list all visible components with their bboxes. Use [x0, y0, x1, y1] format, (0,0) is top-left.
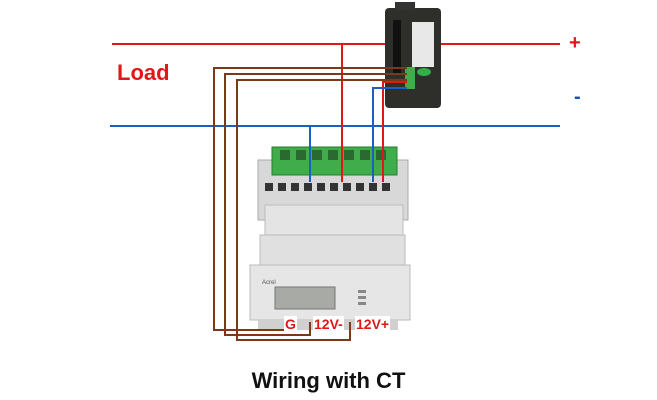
ct-red-signal-wire [382, 81, 407, 182]
negative-label: - [574, 86, 581, 108]
meter-brand-logo: Acrel [262, 280, 276, 286]
terminal-12v-plus-label: 12V+ [355, 316, 391, 332]
current-transformer [385, 2, 441, 108]
supply-wire-12v-plus [236, 79, 407, 341]
positive-label: + [569, 32, 581, 54]
ct-blue-wire [372, 87, 407, 182]
lcd-display [274, 286, 336, 310]
diagram-caption: Wiring with CT [251, 368, 406, 393]
terminal-g-label: G [284, 316, 297, 332]
load-label: Load [117, 60, 170, 85]
energy-meter: Acrel [249, 146, 411, 330]
supply-wire-12v-minus [224, 73, 407, 336]
terminal-12v-minus-label: 12V- [313, 316, 344, 332]
